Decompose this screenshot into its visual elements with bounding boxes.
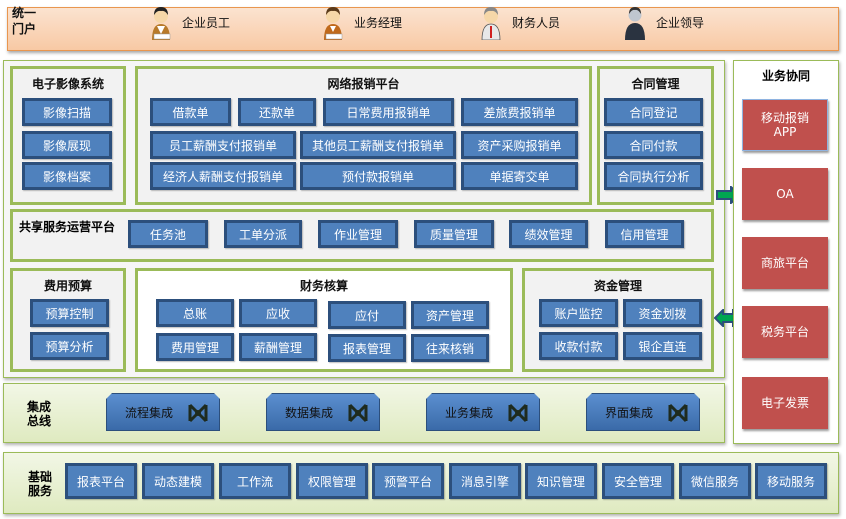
portal-label: 统一 门户 xyxy=(12,5,36,37)
portal-label-line1: 统一 xyxy=(12,6,37,20)
imaging-scan-button[interactable]: 影像扫描 xyxy=(22,98,112,126)
role-leader[interactable]: 企业领导 xyxy=(622,4,704,40)
bank-direct-button[interactable]: 银企直连 xyxy=(623,332,702,360)
integration-icon xyxy=(187,402,209,424)
prepayment-form-button[interactable]: 预付款报销单 xyxy=(300,162,456,190)
process-integration-button[interactable]: 流程集成 xyxy=(106,393,220,431)
work-order-dispatch-button[interactable]: 工单分派 xyxy=(224,220,302,248)
employee-icon xyxy=(152,7,171,40)
report-management-button[interactable]: 报表管理 xyxy=(328,334,406,362)
travel-expense-form-button[interactable]: 差旅费报销单 xyxy=(461,98,578,126)
document-mailing-form-button[interactable]: 单据寄交单 xyxy=(461,162,578,190)
bus-item-label: 数据集成 xyxy=(285,405,334,420)
role-finance-staff[interactable]: 财务人员 xyxy=(478,4,560,40)
account-monitor-button[interactable]: 账户监控 xyxy=(539,299,618,327)
broker-salary-form-button[interactable]: 经济人薪酬支付报销单 xyxy=(150,162,296,190)
reconciliation-button[interactable]: 往来核销 xyxy=(411,334,489,362)
payable-button[interactable]: 应付 xyxy=(328,301,406,329)
collab-label: 税务平台 xyxy=(760,325,809,339)
loan-form-button[interactable]: 借款单 xyxy=(150,98,231,126)
salary-management-button[interactable]: 薪酬管理 xyxy=(239,333,317,361)
manager-icon xyxy=(324,7,343,40)
receipt-payment-button[interactable]: 收款付款 xyxy=(539,332,618,360)
fund-management-title: 资金管理 xyxy=(593,279,642,293)
workflow-button[interactable]: 工作流 xyxy=(219,463,291,499)
operation-management-button[interactable]: 作业管理 xyxy=(318,220,398,248)
bus-item-label: 流程集成 xyxy=(125,405,174,420)
knowledge-management-button[interactable]: 知识管理 xyxy=(525,463,597,499)
business-collaboration-title: 业务协同 xyxy=(761,69,810,83)
collab-label-line1: 移动报销 xyxy=(760,111,809,125)
budget-analysis-button[interactable]: 预算分析 xyxy=(30,332,109,360)
contract-payment-button[interactable]: 合同付款 xyxy=(604,131,703,159)
bus-item-label: 业务集成 xyxy=(445,405,494,420)
tax-platform-button[interactable]: 税务平台 xyxy=(742,306,828,358)
employee-salary-form-button[interactable]: 员工薪酬支付报销单 xyxy=(150,131,296,159)
portal-label-line2: 门户 xyxy=(12,22,37,36)
imaging-display-button[interactable]: 影像展现 xyxy=(22,131,112,159)
imaging-system-title: 电子影像系统 xyxy=(31,77,104,91)
collab-label: 商旅平台 xyxy=(760,256,809,270)
bus-label-line2: 总线 xyxy=(27,414,52,428)
general-ledger-button[interactable]: 总账 xyxy=(156,299,234,327)
other-salary-form-button[interactable]: 其他员工薪酬支付报销单 xyxy=(300,131,456,159)
collab-label: OA xyxy=(776,187,794,201)
business-travel-platform-button[interactable]: 商旅平台 xyxy=(742,237,828,289)
bus-label-line1: 集成 xyxy=(27,400,52,414)
mobile-service-button[interactable]: 移动服务 xyxy=(755,463,827,499)
integration-bus-label: 集成 总线 xyxy=(27,400,51,428)
asset-management-button[interactable]: 资产管理 xyxy=(411,301,489,329)
financial-accounting-title: 财务核算 xyxy=(299,279,348,293)
base-services-label: 基础 服务 xyxy=(28,470,52,498)
credit-management-button[interactable]: 信用管理 xyxy=(605,220,684,248)
e-invoice-button[interactable]: 电子发票 xyxy=(742,377,828,429)
unified-portal-bar xyxy=(7,7,839,51)
contract-register-button[interactable]: 合同登记 xyxy=(604,98,703,126)
integration-icon xyxy=(507,402,529,424)
wechat-service-button[interactable]: 微信服务 xyxy=(679,463,751,499)
base-label-line2: 服务 xyxy=(28,484,53,498)
collab-label-line2: APP xyxy=(773,125,797,139)
repayment-form-button[interactable]: 还款单 xyxy=(238,98,316,126)
dynamic-modeling-button[interactable]: 动态建模 xyxy=(142,463,214,499)
quality-management-button[interactable]: 质量管理 xyxy=(414,220,494,248)
reimbursement-platform-title: 网络报销平台 xyxy=(327,77,400,91)
interface-integration-button[interactable]: 界面集成 xyxy=(586,393,700,431)
integration-icon xyxy=(667,402,689,424)
warning-platform-button[interactable]: 预警平台 xyxy=(372,463,444,499)
role-label: 企业领导 xyxy=(656,15,705,30)
leader-icon xyxy=(625,7,645,40)
role-manager[interactable]: 业务经理 xyxy=(320,4,402,40)
role-label: 企业员工 xyxy=(182,15,231,30)
daily-expense-form-button[interactable]: 日常费用报销单 xyxy=(323,98,454,126)
report-platform-button[interactable]: 报表平台 xyxy=(65,463,137,499)
budget-control-button[interactable]: 预算控制 xyxy=(30,299,109,327)
collab-label: 电子发票 xyxy=(760,396,809,410)
task-pool-button[interactable]: 任务池 xyxy=(128,220,208,248)
fund-transfer-button[interactable]: 资金划拨 xyxy=(623,299,702,327)
business-integration-button[interactable]: 业务集成 xyxy=(426,393,540,431)
permission-management-button[interactable]: 权限管理 xyxy=(296,463,368,499)
receivable-button[interactable]: 应收 xyxy=(239,299,317,327)
data-integration-button[interactable]: 数据集成 xyxy=(266,393,380,431)
finance-staff-icon xyxy=(481,7,501,40)
base-label-line1: 基础 xyxy=(28,470,53,484)
shared-service-title: 共享服务运营平台 xyxy=(19,220,116,234)
role-employee[interactable]: 企业员工 xyxy=(148,4,230,40)
expense-management-button[interactable]: 费用管理 xyxy=(156,333,234,361)
imaging-archive-button[interactable]: 影像档案 xyxy=(22,162,112,190)
role-label: 业务经理 xyxy=(354,15,403,30)
security-management-button[interactable]: 安全管理 xyxy=(602,463,674,499)
oa-button[interactable]: OA xyxy=(742,168,828,220)
contract-management-title: 合同管理 xyxy=(631,77,680,91)
bus-item-label: 界面集成 xyxy=(605,405,654,420)
contract-analysis-button[interactable]: 合同执行分析 xyxy=(604,162,703,190)
expense-budget-title: 费用预算 xyxy=(43,279,92,293)
performance-management-button[interactable]: 绩效管理 xyxy=(509,220,588,248)
integration-icon xyxy=(347,402,369,424)
role-label: 财务人员 xyxy=(512,15,561,30)
message-engine-button[interactable]: 消息引擎 xyxy=(449,463,521,499)
asset-purchase-form-button[interactable]: 资产采购报销单 xyxy=(461,131,578,159)
